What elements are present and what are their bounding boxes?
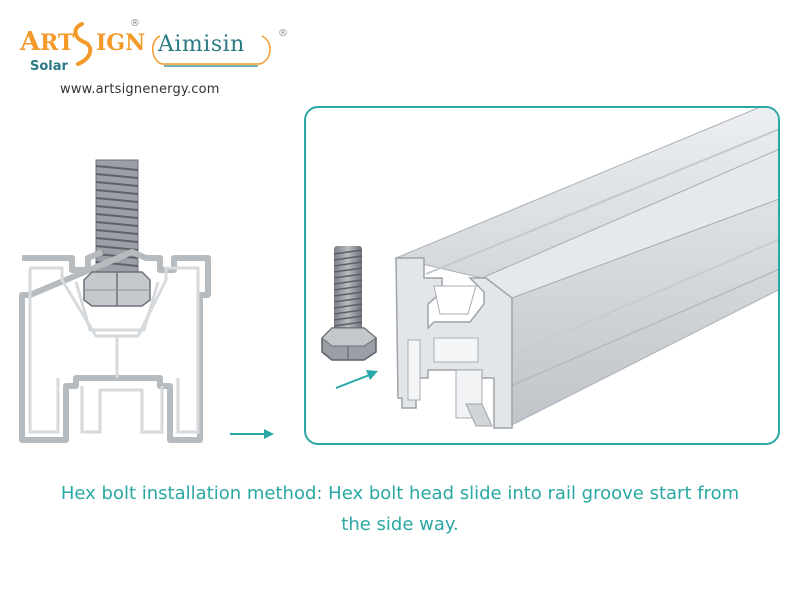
rail-cross-section	[19, 159, 211, 443]
caption-line-1: Hex bolt installation method: Hex bolt h…	[60, 483, 740, 504]
registered-mark: ®	[278, 28, 288, 39]
svg-text:RT: RT	[40, 30, 75, 56]
artsign-sub-text: Solar	[30, 59, 69, 74]
hex-bolt	[321, 246, 377, 361]
rail-isometric-illustration	[321, 108, 778, 429]
insert-arrow-icon	[335, 370, 378, 389]
svg-text:A: A	[19, 27, 41, 57]
website-url: www.artsignenergy.com	[60, 82, 220, 97]
arrow-right-icon	[230, 429, 274, 439]
registered-mark: ®	[130, 18, 140, 29]
header: A RT IGN Solar ® Aimisin ® www.artsignen…	[0, 0, 800, 110]
caption-line-2: the side way.	[341, 514, 459, 535]
aimisin-name: Aimisin	[158, 32, 245, 57]
bolt-shank	[95, 159, 139, 273]
caption: Hex bolt installation method: Hex bolt h…	[14, 478, 786, 540]
aimisin-logo: Aimisin ®	[150, 28, 290, 70]
rail-end-face	[395, 257, 513, 429]
svg-text:IGN: IGN	[96, 30, 145, 56]
artsign-logo: A RT IGN Solar ®	[19, 18, 145, 74]
aimisin-swoosh	[152, 35, 271, 67]
rail-inner	[28, 266, 200, 434]
hex-bolt-head	[83, 271, 151, 307]
isometric-view-frame	[304, 106, 780, 445]
